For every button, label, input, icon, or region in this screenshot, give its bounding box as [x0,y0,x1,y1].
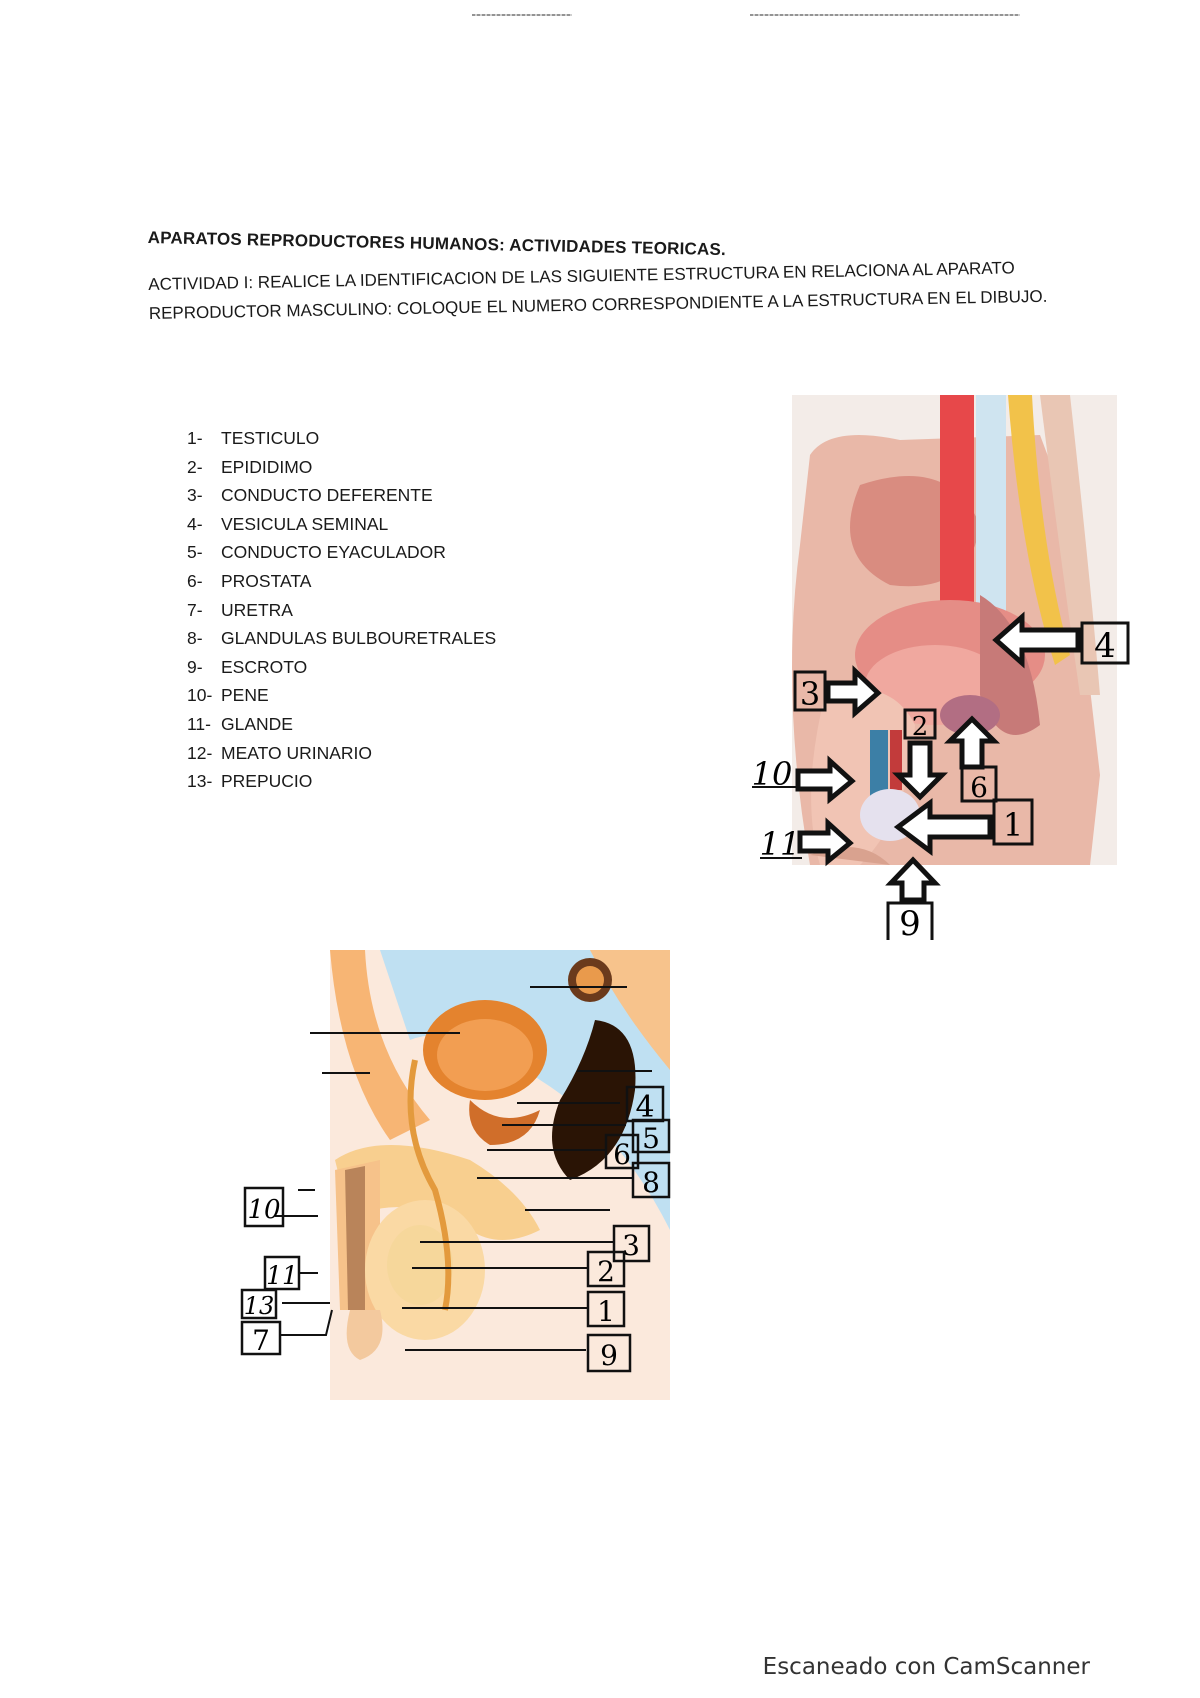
arrow-label-1: 1 [893,798,1034,856]
scan-top-edge-left [472,14,572,16]
label-box-13: 13 [240,1288,278,1320]
label-4: 4 [1094,626,1116,666]
arrow-label-11: 11 [760,817,854,867]
label-box-10: 10 [243,1186,285,1228]
scanner-watermark: Escaneado con CamScanner [762,1654,1090,1680]
label-box-7: 7 [240,1320,282,1357]
list-item: 11-GLANDE [187,713,293,734]
label-3: 3 [622,1229,640,1262]
label-8: 8 [642,1166,660,1199]
label-11: 11 [760,825,801,863]
scan-top-edge-right [750,14,1020,16]
arrow-label-10: 10 [752,755,856,805]
label-box-3: 3 [612,1224,651,1263]
label-2: 2 [597,1255,615,1288]
label-4: 4 [635,1090,654,1125]
activity-instructions: ACTIVIDAD I: REALICE LA IDENTIFICACION D… [148,258,1048,323]
label-box-9: 9 [586,1333,632,1373]
label-box-1: 1 [586,1290,626,1328]
list-item: 12-MEATO URINARIO [187,742,373,763]
list-item: 2-EPIDIDIMO [187,456,313,477]
structure-list: 1-TESTICULO 2-EPIDIDIMO 3-CONDUCTO DEFER… [187,424,496,796]
label-9: 9 [899,904,921,944]
arrow-label-3: 3 [793,665,882,719]
label-1: 1 [597,1295,615,1328]
label-11: 11 [266,1261,298,1290]
anatomy-illustration [330,950,670,1400]
label-3: 3 [800,675,820,713]
label-6: 6 [970,771,988,804]
label-box-6: 6 [604,1133,640,1171]
list-item: 3-CONDUCTO DEFERENTE [187,485,433,506]
list-item: 4-VESICULA SEMINAL [187,513,389,534]
list-item: 9-ESCROTO [187,656,308,677]
arrow-label-4: 4 [992,611,1130,669]
label-5: 5 [642,1122,660,1155]
list-item: 1-TESTICULO [187,428,320,448]
label-box-8: 8 [631,1161,671,1199]
anatomy-photo-diagram: 4 3 2 6 10 1 11 9 [752,395,1130,944]
list-item: 6-PROSTATA [187,570,312,591]
label-1: 1 [1003,806,1023,844]
list-item: 7-URETRA [187,599,293,620]
page-title: APARATOS REPRODUCTORES HUMANOS: ACTIVIDA… [147,228,727,260]
arrow-label-9: 9 [885,856,941,944]
leader-lines [275,986,652,1351]
label-6: 6 [613,1138,631,1171]
label-7: 7 [252,1324,270,1357]
label-box-11: 11 [263,1255,301,1291]
arrow-label-6: 6 [943,715,1001,804]
list-item: 5-CONDUCTO EYACULADOR [187,542,446,563]
arrow-label-2: 2 [891,708,949,801]
list-item: 13-PREPUCIO [187,771,313,792]
list-item: 10-PENE [187,685,269,706]
label-box-2: 2 [586,1250,626,1288]
list-item: 8-GLANDULAS BULBOURETRALES [187,628,497,649]
anatomy-illustration [792,395,1117,865]
label-10: 10 [247,1195,280,1225]
anatomy-illustration-diagram: 4 5 6 8 3 2 1 9 10 11 13 7 [240,950,671,1400]
label-9: 9 [600,1339,618,1372]
label-13: 13 [244,1292,275,1320]
label-2: 2 [912,712,929,742]
